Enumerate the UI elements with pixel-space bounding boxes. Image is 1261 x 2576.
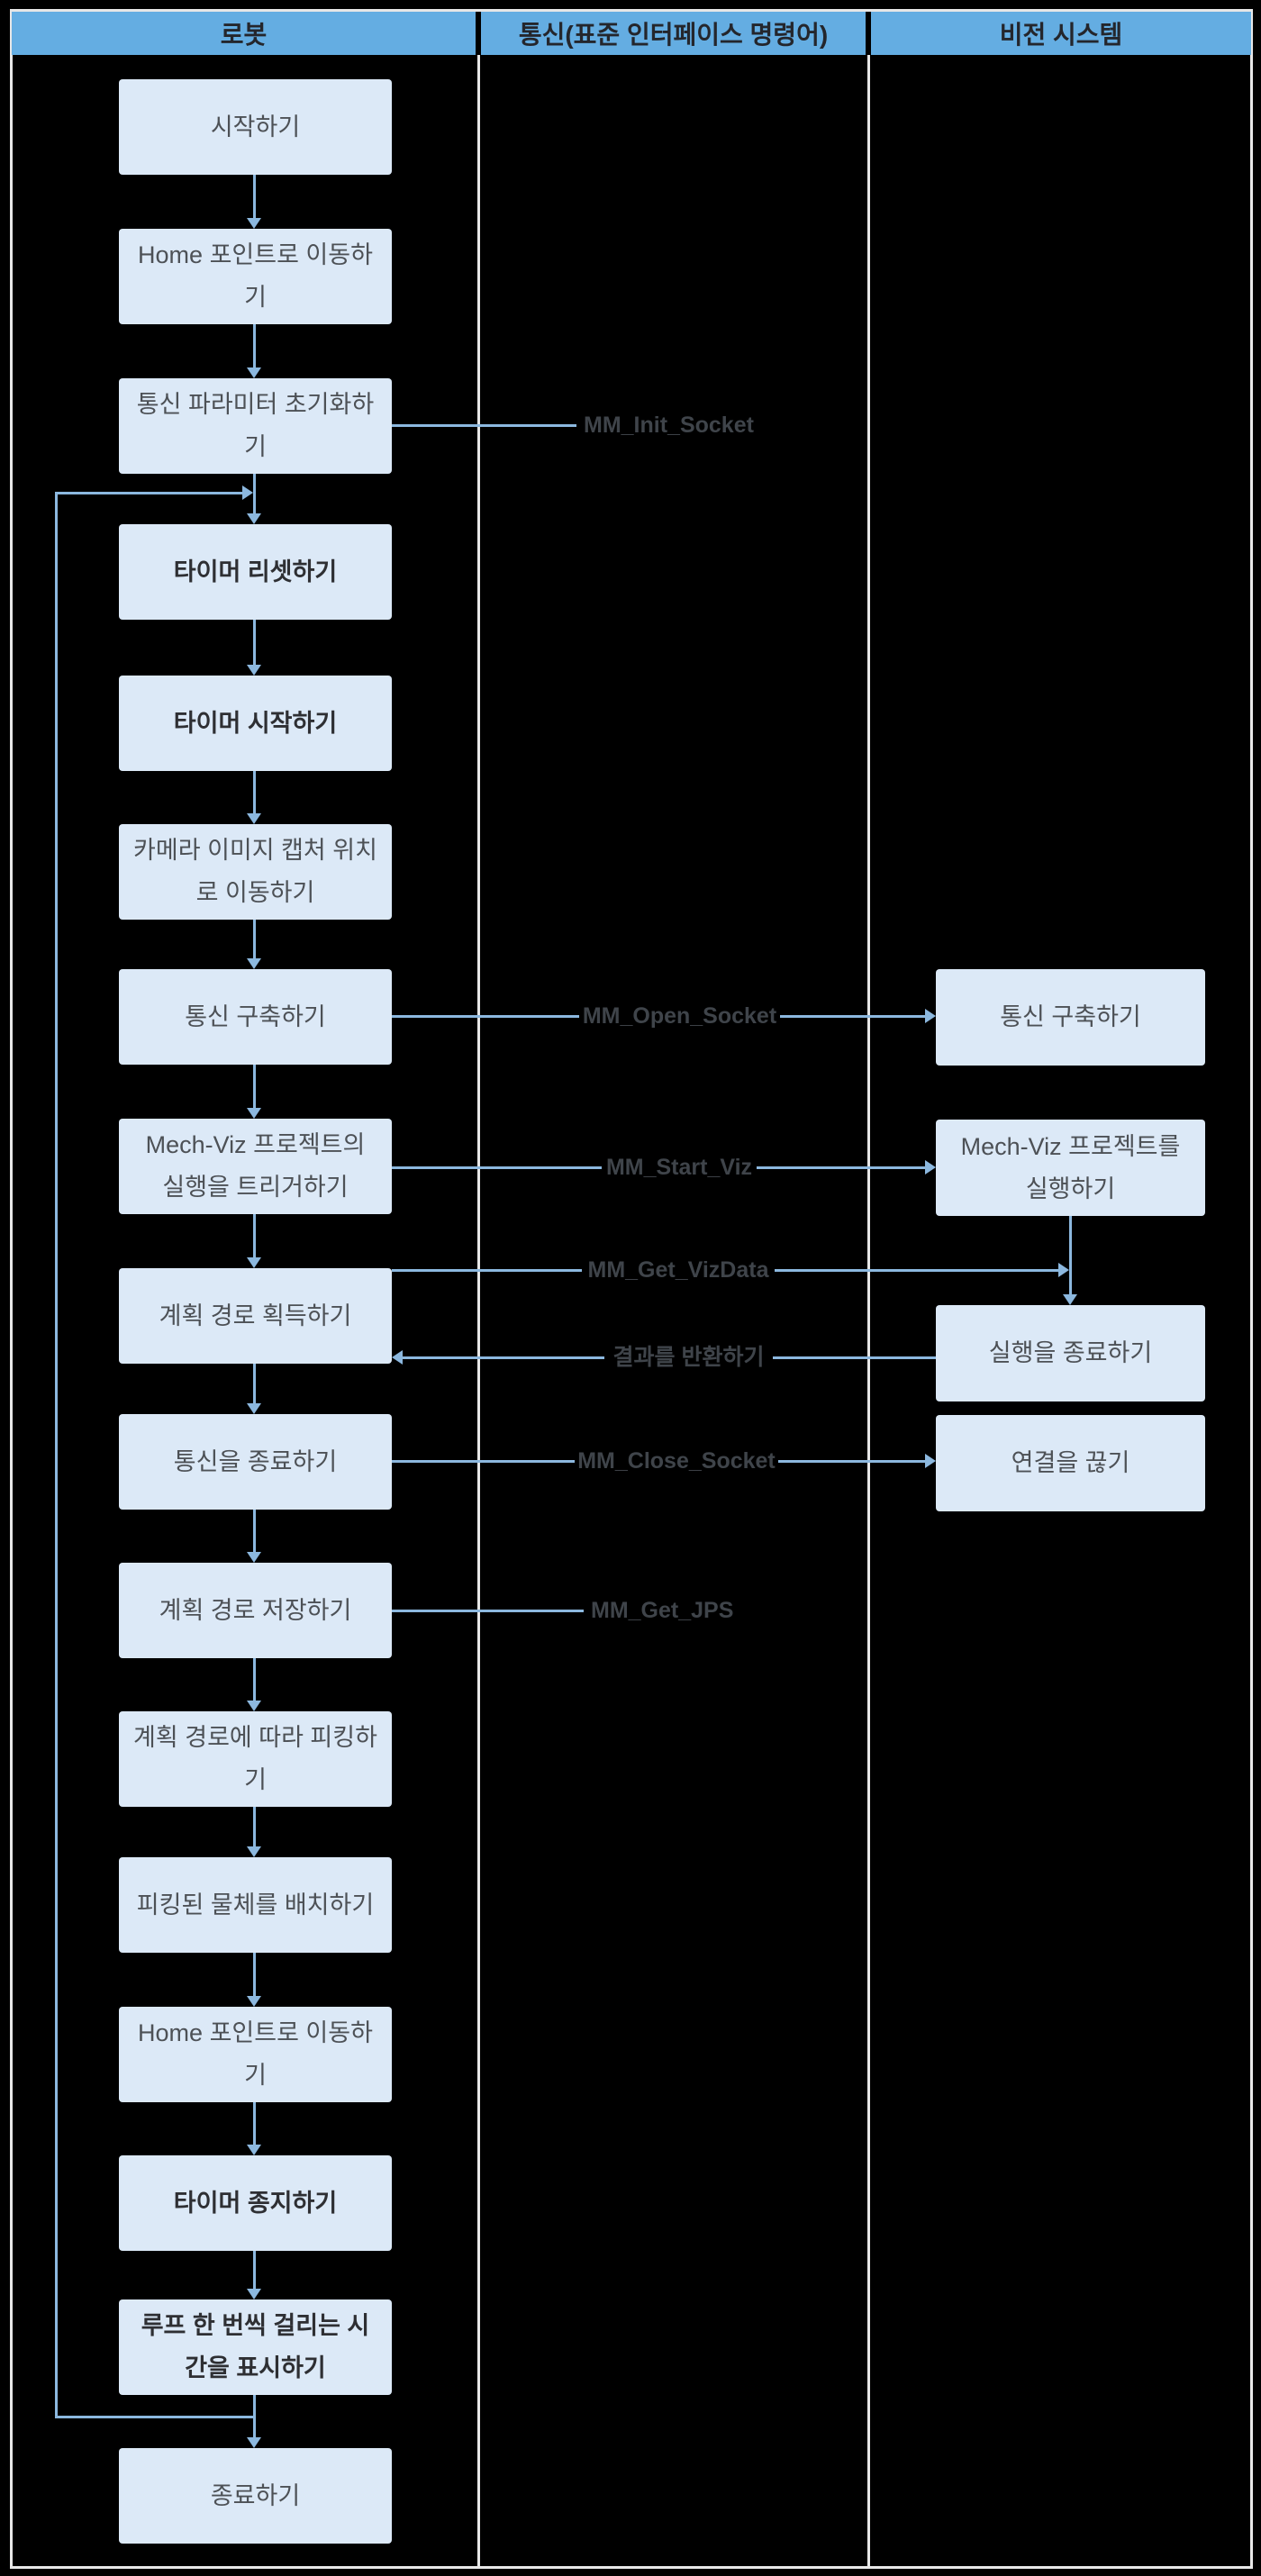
message-line (392, 1166, 602, 1169)
column-header-communication-label: 통신(표준 인터페이스 명령어) (518, 21, 829, 49)
loop-arrow-right (55, 485, 253, 500)
message-line (392, 1269, 582, 1272)
flow-arrow-down (247, 2251, 261, 2299)
flow-arrow-down (247, 620, 261, 676)
robot-step-label: 타이머 시작하기 (173, 709, 338, 737)
robot-step-box: 타이머 종지하기 (119, 2155, 392, 2251)
robot-step-label: 종료하기 (210, 2481, 301, 2509)
vision-step-label: 통신 구축하기 (1000, 1003, 1141, 1030)
flow-arrow-down (247, 474, 261, 524)
column-header-vision: 비전 시스템 (871, 12, 1251, 55)
robot-step-label: 타이머 리셋하기 (173, 558, 338, 585)
robot-step-box: 피킹된 물체를 배치하기 (119, 1857, 392, 1953)
flow-arrow-down (247, 175, 261, 229)
robot-step-box: 카메라 이미지 캡처 위치로 이동하기 (119, 824, 392, 920)
robot-step-box: 통신 파라미터 초기화하기 (119, 378, 392, 474)
flow-arrow-down (247, 1214, 261, 1268)
column-header-vision-label: 비전 시스템 (999, 21, 1123, 49)
message-label: MM_Open_Socket (582, 1003, 777, 1029)
flow-arrow-down (247, 1658, 261, 1711)
robot-step-label: Mech-Viz 프로젝트의 실행을 트리거하기 (145, 1131, 366, 1201)
robot-step-label: 시작하기 (210, 113, 301, 141)
message-line (392, 1015, 579, 1018)
column-header-communication: 통신(표준 인터페이스 명령어) (481, 12, 866, 55)
diagram-border (10, 9, 1253, 2569)
message-label: MM_Get_JPS (591, 1598, 734, 1623)
robot-step-label: 타이머 종지하기 (173, 2189, 338, 2217)
robot-step-box: 시작하기 (119, 79, 392, 175)
column-header-robot: 로봇 (12, 12, 476, 55)
flow-arrow-down (247, 2395, 261, 2448)
flow-arrow-down (247, 324, 261, 378)
message-arrow-right (778, 1454, 936, 1468)
flow-arrow-down (247, 1364, 261, 1414)
message-label: MM_Get_VizData (587, 1257, 769, 1283)
message-label: 결과를 반환하기 (604, 1343, 773, 1372)
vision-step-box: 연결을 끊기 (936, 1415, 1205, 1511)
vision-step-label: 실행을 종료하기 (988, 1339, 1153, 1366)
flow-arrow-down (1063, 1216, 1077, 1305)
flow-arrow-down (247, 771, 261, 824)
message-arrow-right (757, 1160, 936, 1175)
flow-arrow-down (247, 1510, 261, 1563)
message-line (392, 424, 576, 427)
column-header-robot-label: 로봇 (220, 21, 268, 49)
robot-step-box: 계획 경로 저장하기 (119, 1563, 392, 1658)
message-label: MM_Init_Socket (584, 413, 754, 438)
robot-step-box: Mech-Viz 프로젝트의 실행을 트리거하기 (119, 1119, 392, 1214)
robot-step-box: 통신을 종료하기 (119, 1414, 392, 1510)
loop-line-vertical (55, 492, 58, 2418)
message-line (392, 1460, 575, 1463)
robot-step-label: 계획 경로에 따라 피킹하기 (133, 1724, 377, 1793)
robot-step-label: 계획 경로 저장하기 (159, 1596, 352, 1624)
robot-step-label: 통신을 종료하기 (173, 1447, 338, 1475)
message-arrow-right (780, 1009, 936, 1023)
message-arrow-right (775, 1263, 1069, 1277)
robot-step-box: 종료하기 (119, 2448, 392, 2544)
robot-step-box: Home 포인트로 이동하기 (119, 2007, 392, 2102)
robot-step-label: 통신 파라미터 초기화하기 (136, 391, 375, 460)
flow-arrow-down (247, 2102, 261, 2155)
robot-step-box: 루프 한 번씩 걸리는 시간을 표시하기 (119, 2299, 392, 2395)
message-label: MM_Start_Viz (605, 1155, 753, 1180)
loop-line-bottom (55, 2416, 254, 2418)
lane-divider (867, 55, 870, 2569)
robot-step-box: 계획 경로에 따라 피킹하기 (119, 1711, 392, 1807)
robot-step-label: Home 포인트로 이동하기 (138, 241, 373, 311)
vision-step-label: 연결을 끊기 (1011, 1449, 1130, 1476)
vision-step-box: 통신 구축하기 (936, 969, 1205, 1066)
robot-step-label: 통신 구축하기 (185, 1002, 326, 1030)
flow-arrow-down (247, 920, 261, 969)
flow-arrow-down (247, 1065, 261, 1119)
robot-step-label: Home 포인트로 이동하기 (138, 2019, 373, 2089)
robot-step-box: 타이머 리셋하기 (119, 524, 392, 620)
robot-step-box: 통신 구축하기 (119, 969, 392, 1065)
vision-step-label: Mech-Viz 프로젝트를 실행하기 (960, 1132, 1181, 1202)
vision-step-box: 실행을 종료하기 (936, 1305, 1205, 1401)
lane-divider (477, 55, 480, 2569)
robot-step-label: 계획 경로 획득하기 (159, 1302, 352, 1329)
flow-arrow-down (247, 1807, 261, 1857)
message-label: MM_Close_Socket (577, 1448, 776, 1474)
flow-arrow-down (247, 1953, 261, 2007)
robot-step-box: 타이머 시작하기 (119, 676, 392, 771)
robot-step-box: 계획 경로 획득하기 (119, 1268, 392, 1364)
robot-step-box: Home 포인트로 이동하기 (119, 229, 392, 324)
vision-step-box: Mech-Viz 프로젝트를 실행하기 (936, 1120, 1205, 1216)
robot-step-label: 루프 한 번씩 걸리는 시간을 표시하기 (141, 2312, 370, 2381)
robot-step-label: 피킹된 물체를 배치하기 (136, 1891, 375, 1918)
message-line (392, 1610, 584, 1612)
robot-step-label: 카메라 이미지 캡처 위치로 이동하기 (133, 837, 377, 906)
